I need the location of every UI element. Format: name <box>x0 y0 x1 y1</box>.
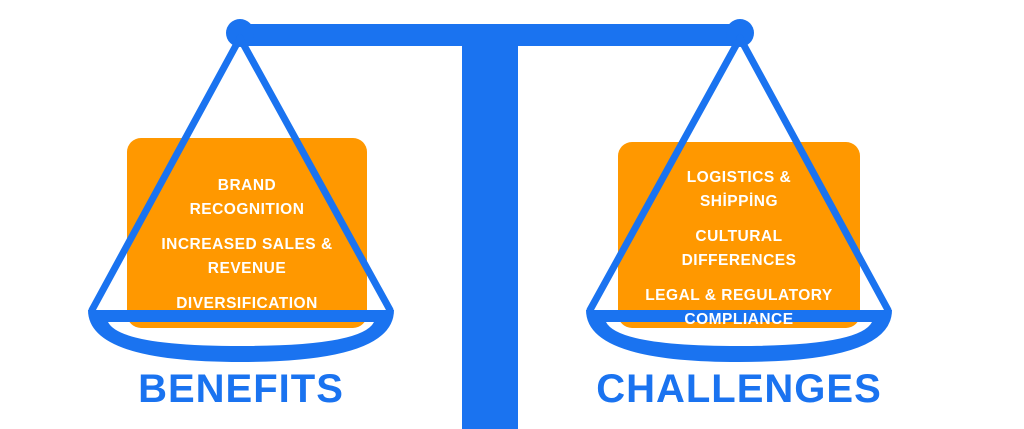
benefit-item-3: DIVERSIFICATION <box>176 295 318 312</box>
left-pan-strings <box>88 34 394 314</box>
beam-left-knob <box>226 19 254 47</box>
scale-post <box>462 30 518 429</box>
beam-right-knob <box>726 19 754 47</box>
challenges-list: LOGISTICS & SHİPPİNG CULTURAL DIFFERENCE… <box>621 166 857 343</box>
challenges-panel <box>618 142 860 328</box>
benefit-item-1: BRAND RECOGNITION <box>189 177 305 218</box>
benefits-panel <box>127 138 367 328</box>
right-pan-strings <box>586 34 892 314</box>
benefits-list: BRAND RECOGNITION INCREASED SALES & REVE… <box>130 174 364 327</box>
challenges-caption: CHALLENGES <box>596 367 882 411</box>
challenge-item-3: LEGAL & REGULATORY COMPLIANCE <box>645 287 833 328</box>
challenge-item-2: CULTURAL DIFFERENCES <box>681 228 797 269</box>
scale-beam <box>238 24 742 46</box>
benefits-caption: BENEFITS <box>138 367 344 411</box>
right-pan-bowl <box>586 310 892 362</box>
challenge-item-1: LOGISTICS & SHİPPİNG <box>686 169 792 210</box>
benefit-item-2: INCREASED SALES & REVENUE <box>161 236 333 277</box>
left-pan-bowl <box>88 310 394 362</box>
